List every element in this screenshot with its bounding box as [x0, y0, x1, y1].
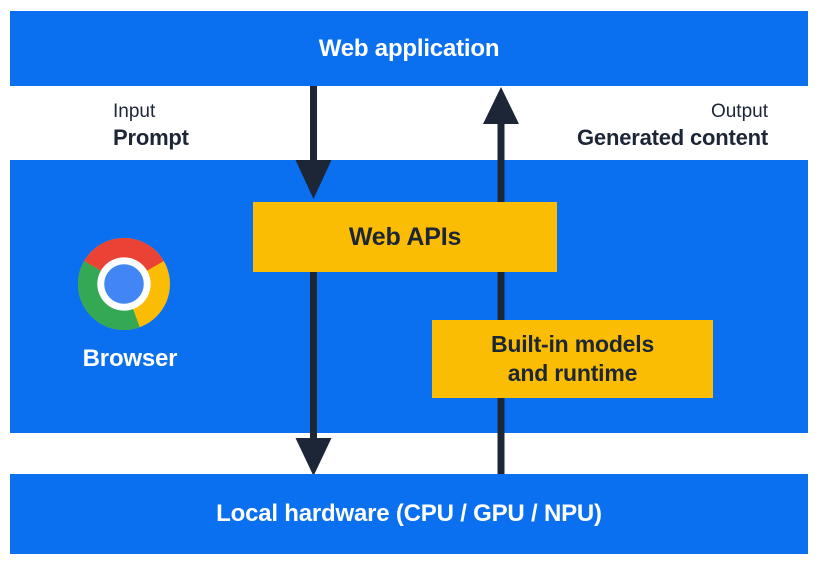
local-hardware-label: Local hardware (CPU / GPU / NPU) — [216, 500, 602, 527]
builtin-models-label-line1: Built-in models — [490, 331, 655, 357]
chrome-logo-icon — [78, 238, 170, 330]
input-prompt-labels: Input Prompt — [113, 99, 189, 152]
input-kind-label: Input — [113, 101, 156, 122]
web-application-layer: Web application — [10, 11, 808, 86]
web-apis-box: Web APIs — [253, 202, 557, 272]
browser-label: Browser — [82, 345, 178, 372]
web-application-label: Web application — [318, 34, 500, 62]
output-value-label: Generated content — [577, 125, 768, 150]
builtin-models-label-line2: and runtime — [507, 360, 638, 386]
output-content-labels: Output Generated content — [577, 99, 768, 152]
local-hardware-layer: Local hardware (CPU / GPU / NPU) — [10, 474, 808, 554]
input-value-label: Prompt — [113, 125, 189, 150]
builtin-models-box: Built-in models and runtime — [432, 320, 713, 398]
web-apis-label: Web APIs — [348, 222, 462, 251]
output-kind-label: Output — [710, 101, 768, 122]
